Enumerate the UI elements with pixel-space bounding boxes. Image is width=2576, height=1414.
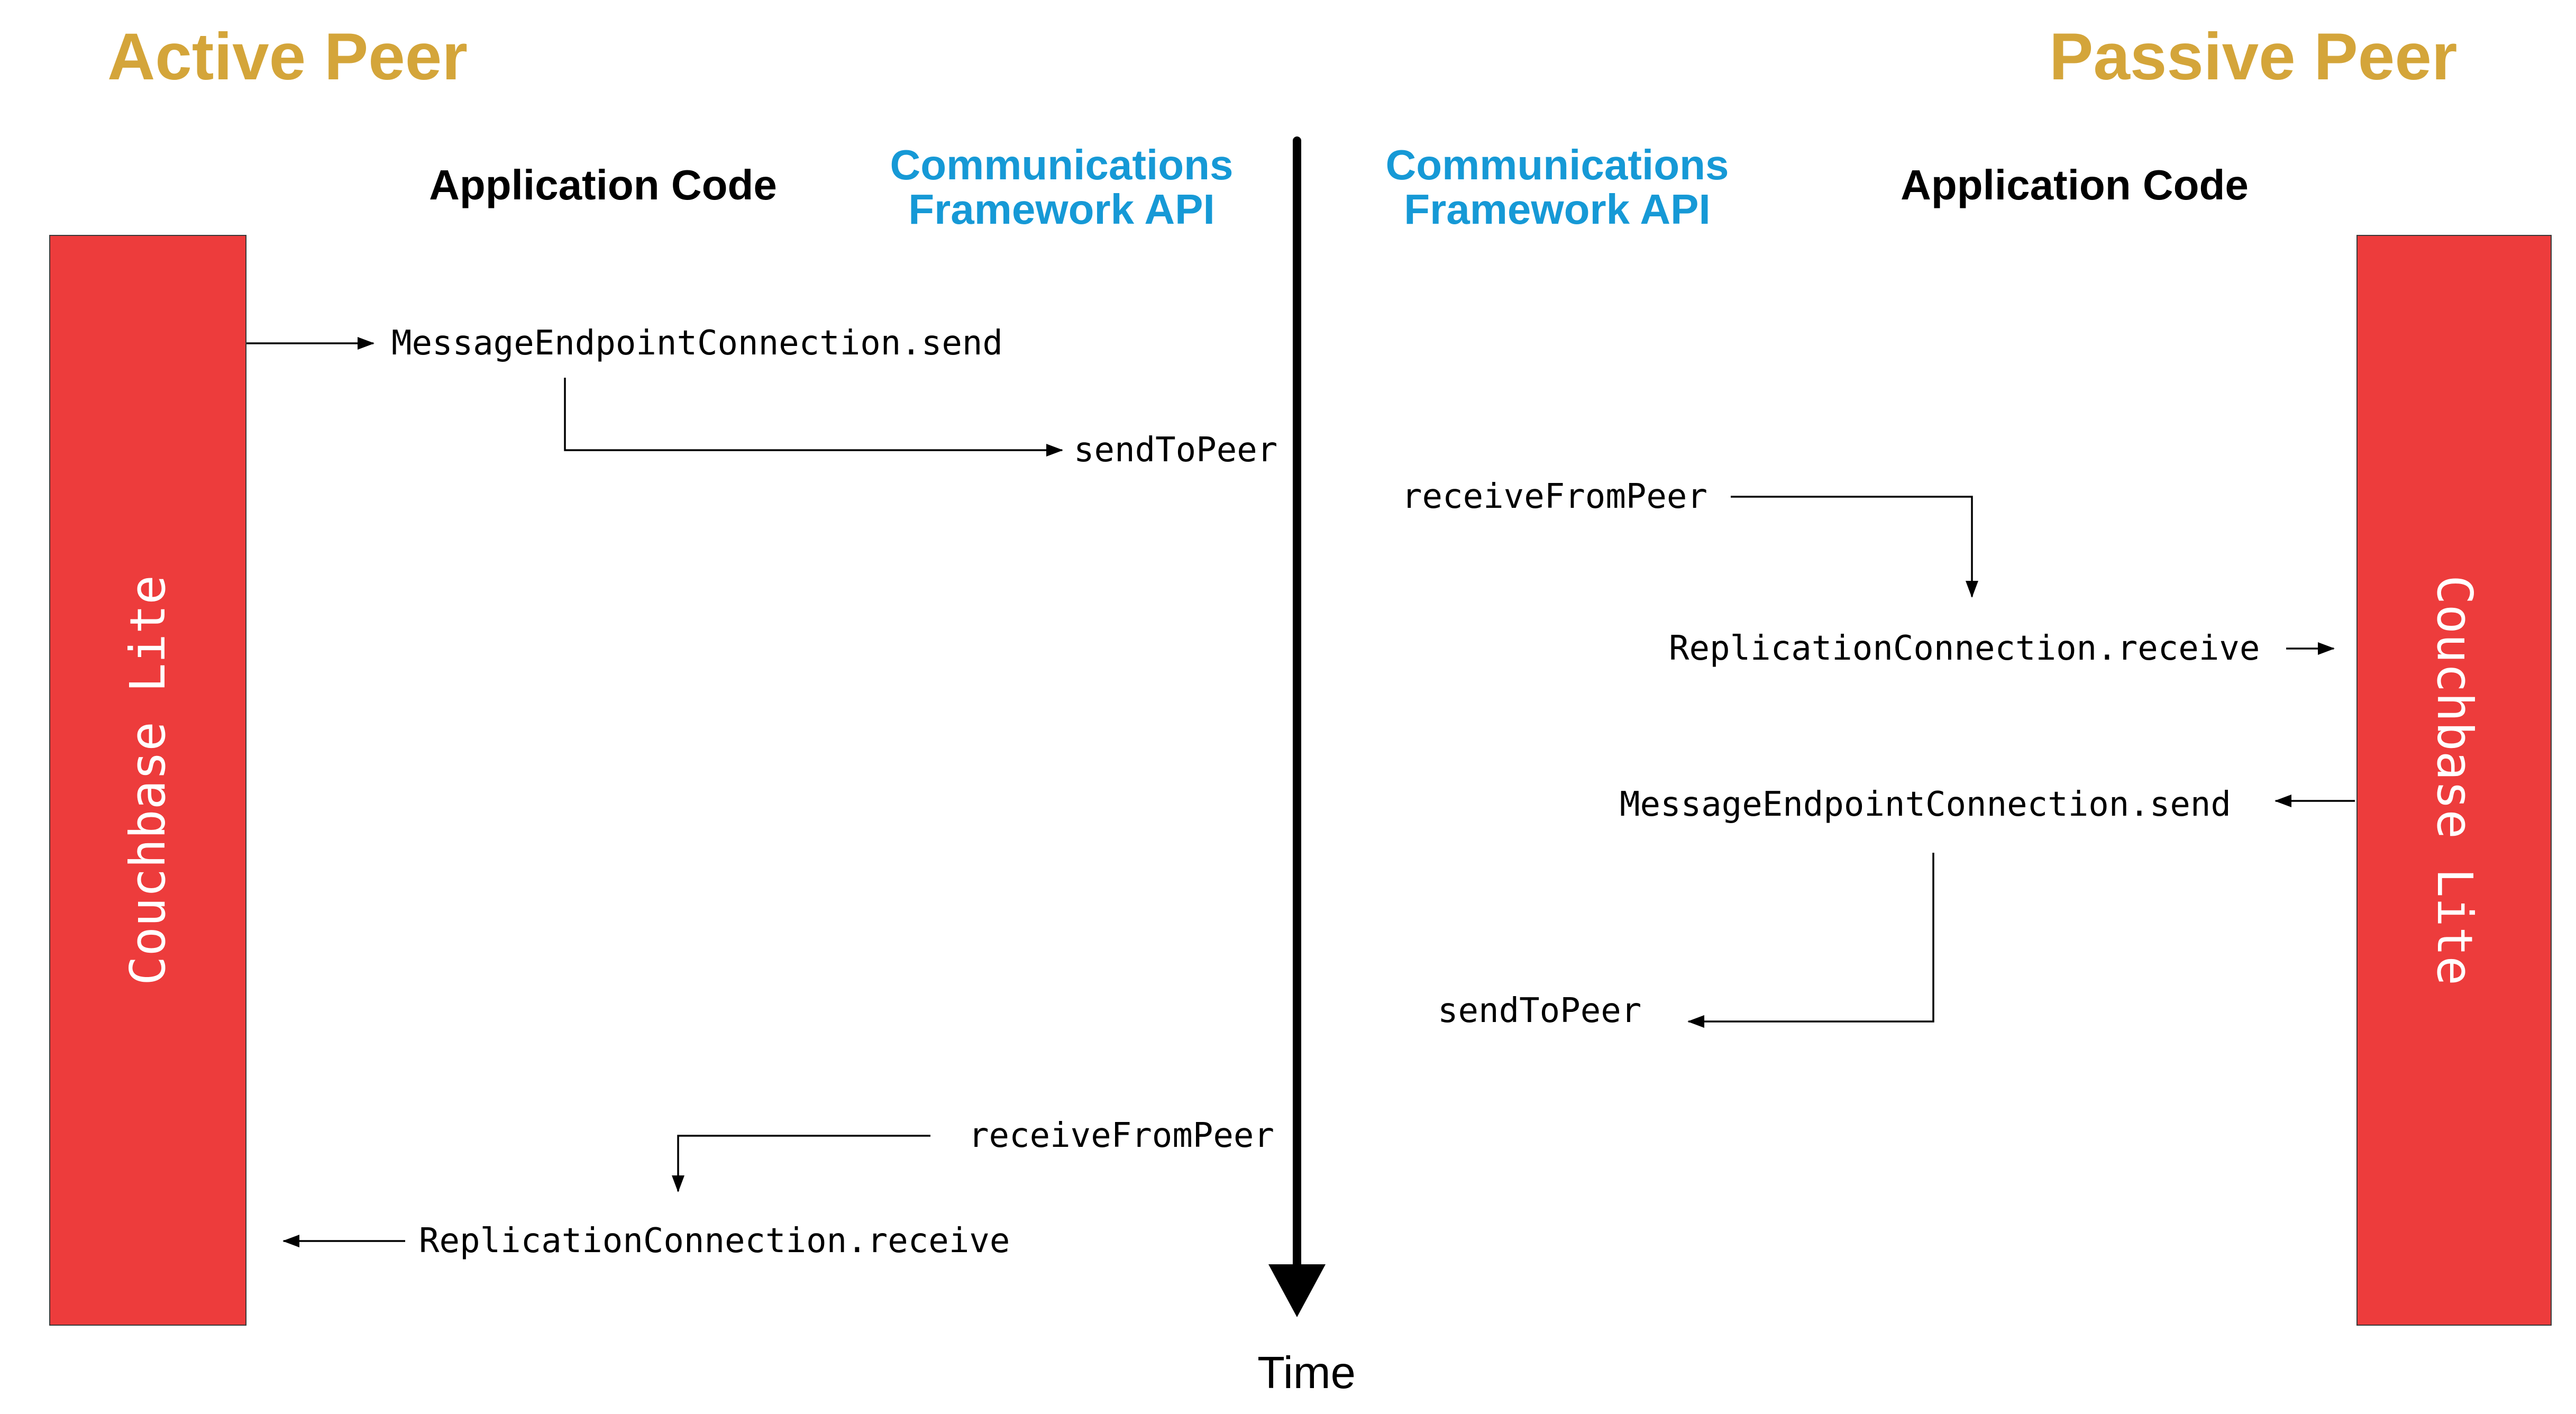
column-header-communications-framework-left: Communications Framework API <box>890 143 1234 232</box>
call-label-sendtopeer-active: sendToPeer <box>1074 431 1278 470</box>
call-label-sendtopeer-passive: sendToPeer <box>1438 991 1642 1030</box>
column-header-line: Communications <box>890 141 1234 188</box>
arrow-receivefrompeer-to-receive-passive <box>1731 496 1978 598</box>
column-header-communications-framework-right: Communications Framework API <box>1386 143 1729 232</box>
column-header-line: Framework API <box>908 186 1215 233</box>
column-header-line: Framework API <box>1404 186 1711 233</box>
active-peer-title: Active Peer <box>107 20 468 94</box>
couchbase-lite-bar-passive: Couchbase Lite <box>2356 235 2552 1326</box>
call-label-messageendpointconnection-send-passive: MessageEndpointConnection.send <box>1620 785 2231 824</box>
column-header-line: Communications <box>1385 141 1729 188</box>
column-header-application-code-right: Application Code <box>1901 161 2249 208</box>
arrow-send-to-sendtopeer-active <box>564 378 1063 457</box>
arrow-send-to-sendtopeer-passive <box>1687 853 1934 1028</box>
call-label-messageendpointconnection-send-active: MessageEndpointConnection.send <box>391 324 1003 363</box>
passive-peer-title: Passive Peer <box>2049 20 2458 94</box>
call-label-receivefrompeer-passive: receiveFromPeer <box>1402 477 1707 516</box>
couchbase-lite-bar-active: Couchbase Lite <box>49 235 246 1326</box>
time-axis-arrowhead-icon <box>1268 1264 1326 1317</box>
arrow-receivefrompeer-to-receive-active <box>672 1135 930 1192</box>
call-label-replicationconnection-receive-active: ReplicationConnection.receive <box>419 1221 1010 1261</box>
column-header-application-code-left: Application Code <box>429 161 777 208</box>
time-axis-label: Time <box>1257 1348 1356 1398</box>
call-label-receivefrompeer-active: receiveFromPeer <box>969 1116 1274 1155</box>
call-label-replicationconnection-receive-passive: ReplicationConnection.receive <box>1669 629 2260 668</box>
